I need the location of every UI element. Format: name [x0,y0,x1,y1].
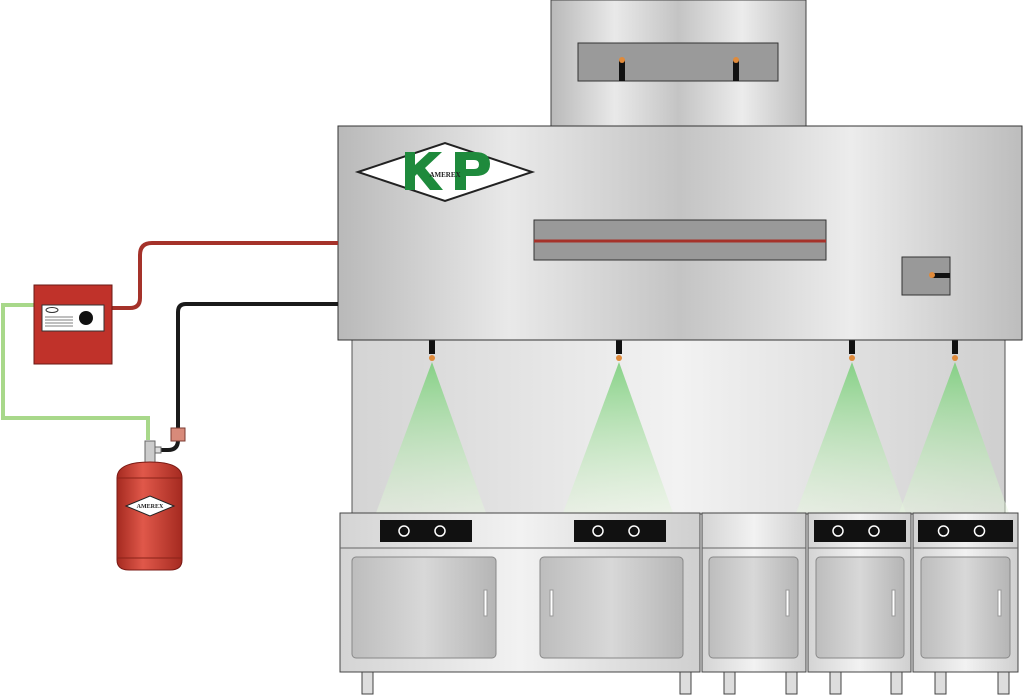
spray-cone [899,362,1009,513]
cylinder-valve [144,440,156,464]
exhaust-duct [550,0,807,128]
kitchen-hood: AMEREX [337,125,1023,341]
spray-cone [796,362,906,513]
cooking-appliance [807,512,912,695]
cabinet-door[interactable] [351,556,497,659]
cooking-appliance [912,512,1019,695]
appliance-leg [785,671,798,695]
door-handle[interactable] [549,589,554,617]
door-handle[interactable] [891,589,896,617]
control-panel [918,520,1013,542]
cabinet-door[interactable] [539,556,684,659]
cylinder-label: AMEREX [137,504,164,510]
agent-distribution-pipe [158,302,338,452]
burner-knob-icon [398,525,410,537]
control-panel [814,520,906,542]
hood-nozzle [376,340,486,513]
door-handle[interactable] [483,589,488,617]
hood-nozzle [563,340,673,513]
appliance-leg [890,671,903,695]
spray-cone [376,362,486,513]
kp-amerex-logo: AMEREX [354,141,536,203]
appliance-leg [997,671,1010,695]
duct-nozzle [619,57,625,81]
door-handle[interactable] [997,589,1002,617]
spray-cone [563,362,673,513]
door-handle[interactable] [785,589,790,617]
cooking-appliance [701,512,807,695]
appliance-leg [361,671,374,695]
burner-knob-icon [937,525,950,537]
panel-nozzle [929,272,950,278]
control-wire [1,303,150,440]
hood-nozzle [796,340,906,513]
agent-cylinder: AMEREX [116,440,183,571]
control-panel [380,520,472,542]
appliance-leg [829,671,842,695]
duct-nozzle [733,57,739,81]
cooking-appliance [339,512,701,695]
appliance-leg [679,671,692,695]
cabinet-door[interactable] [815,556,905,659]
logo-sub-text: AMEREX [429,171,460,179]
appliance-leg [934,671,947,695]
detection-pipe [112,241,338,310]
manual-pull-station[interactable] [33,284,113,365]
burner-knob-icon [628,525,640,537]
burner-knob-icon [592,525,604,537]
burner-knob-icon [434,525,446,537]
appliance-leg [723,671,736,695]
burner-knob-icon [868,525,880,537]
pipe-fitting [170,427,186,442]
control-panel [574,520,666,542]
logo-kp-letters [405,152,490,190]
pull-button[interactable] [79,311,93,325]
amerex-mini-logo [45,307,59,313]
cabinet-door[interactable] [920,556,1011,659]
cabinet-door[interactable] [708,556,799,659]
duct-plenum-window [577,42,779,82]
hood-nozzle [899,340,1009,513]
burner-knob-icon [832,525,844,537]
burner-knob-icon [973,525,986,537]
